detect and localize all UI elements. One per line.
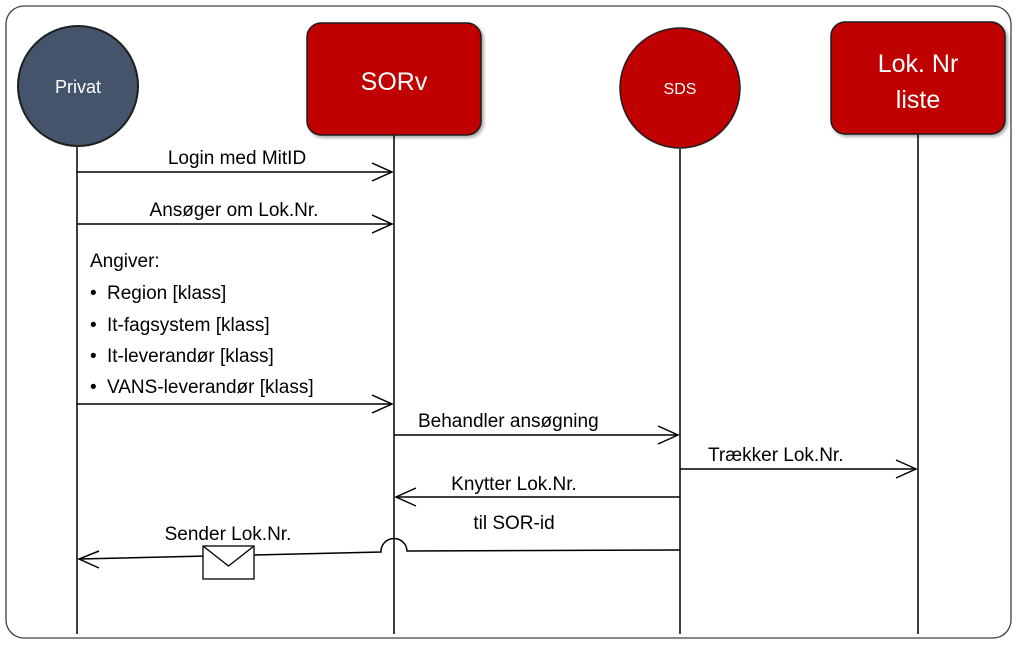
sorv-label: SORv	[361, 68, 428, 96]
arrowhead-login	[371, 162, 394, 182]
arrowhead-process	[657, 425, 680, 445]
sds-label: SDS	[664, 81, 697, 98]
arrowhead-draw	[895, 459, 918, 479]
message-process: Behandler ansøgning	[394, 411, 680, 445]
lifelines	[76, 134, 919, 634]
details-bullet: •	[90, 283, 97, 304]
participant-loknr: Lok. Nr liste	[830, 21, 1006, 135]
participant-sds: SDS	[619, 27, 741, 149]
details-bullet: •	[90, 377, 97, 398]
message-draw: Trækker Lok.Nr.	[680, 445, 918, 479]
label-send: Sender Lok.Nr.	[165, 524, 292, 545]
label-link-line2: til SOR-id	[473, 513, 554, 534]
arrowhead-link	[394, 487, 417, 507]
details-item: Region [klass]	[107, 283, 226, 304]
participant-sorv: SORv	[306, 22, 482, 136]
sds-node	[619, 27, 741, 149]
privat-label: Privat	[55, 77, 101, 97]
message-send: Sender Lok.Nr.	[77, 524, 681, 580]
label-login: Login med MitID	[168, 148, 306, 169]
arrowhead-apply	[371, 214, 394, 234]
label-apply: Ansøger om Lok.Nr.	[150, 200, 319, 221]
loknr-node	[830, 21, 1006, 135]
envelope-icon	[202, 545, 255, 580]
arrowhead-send	[77, 550, 100, 569]
details-bullet: •	[90, 346, 97, 367]
loknr-label-line2: liste	[896, 86, 940, 114]
participant-privat: Privat	[17, 25, 139, 147]
details-heading: Angiver:	[90, 251, 160, 272]
sorv-node	[306, 22, 482, 136]
details-item: VANS-leverandør [klass]	[107, 377, 314, 398]
privat-node	[17, 25, 139, 147]
message-details: Angiver: • Region [klass] • It-fagsystem…	[77, 251, 394, 414]
arrow-send	[78, 537, 681, 560]
label-link-line1: Knytter Lok.Nr.	[451, 474, 577, 495]
message-apply: Ansøger om Lok.Nr.	[77, 200, 394, 234]
message-login: Login med MitID	[77, 148, 394, 182]
arrowhead-details	[371, 394, 394, 414]
diagram-frame	[5, 5, 1012, 639]
loknr-label-line1: Lok. Nr	[878, 50, 959, 78]
label-draw: Trækker Lok.Nr.	[708, 445, 844, 466]
details-item: It-leverandør [klass]	[107, 346, 274, 367]
message-link: Knytter Lok.Nr. til SOR-id	[394, 474, 680, 534]
details-item: It-fagsystem [klass]	[107, 315, 270, 336]
label-process: Behandler ansøgning	[418, 411, 599, 432]
details-bullet: •	[90, 315, 97, 336]
